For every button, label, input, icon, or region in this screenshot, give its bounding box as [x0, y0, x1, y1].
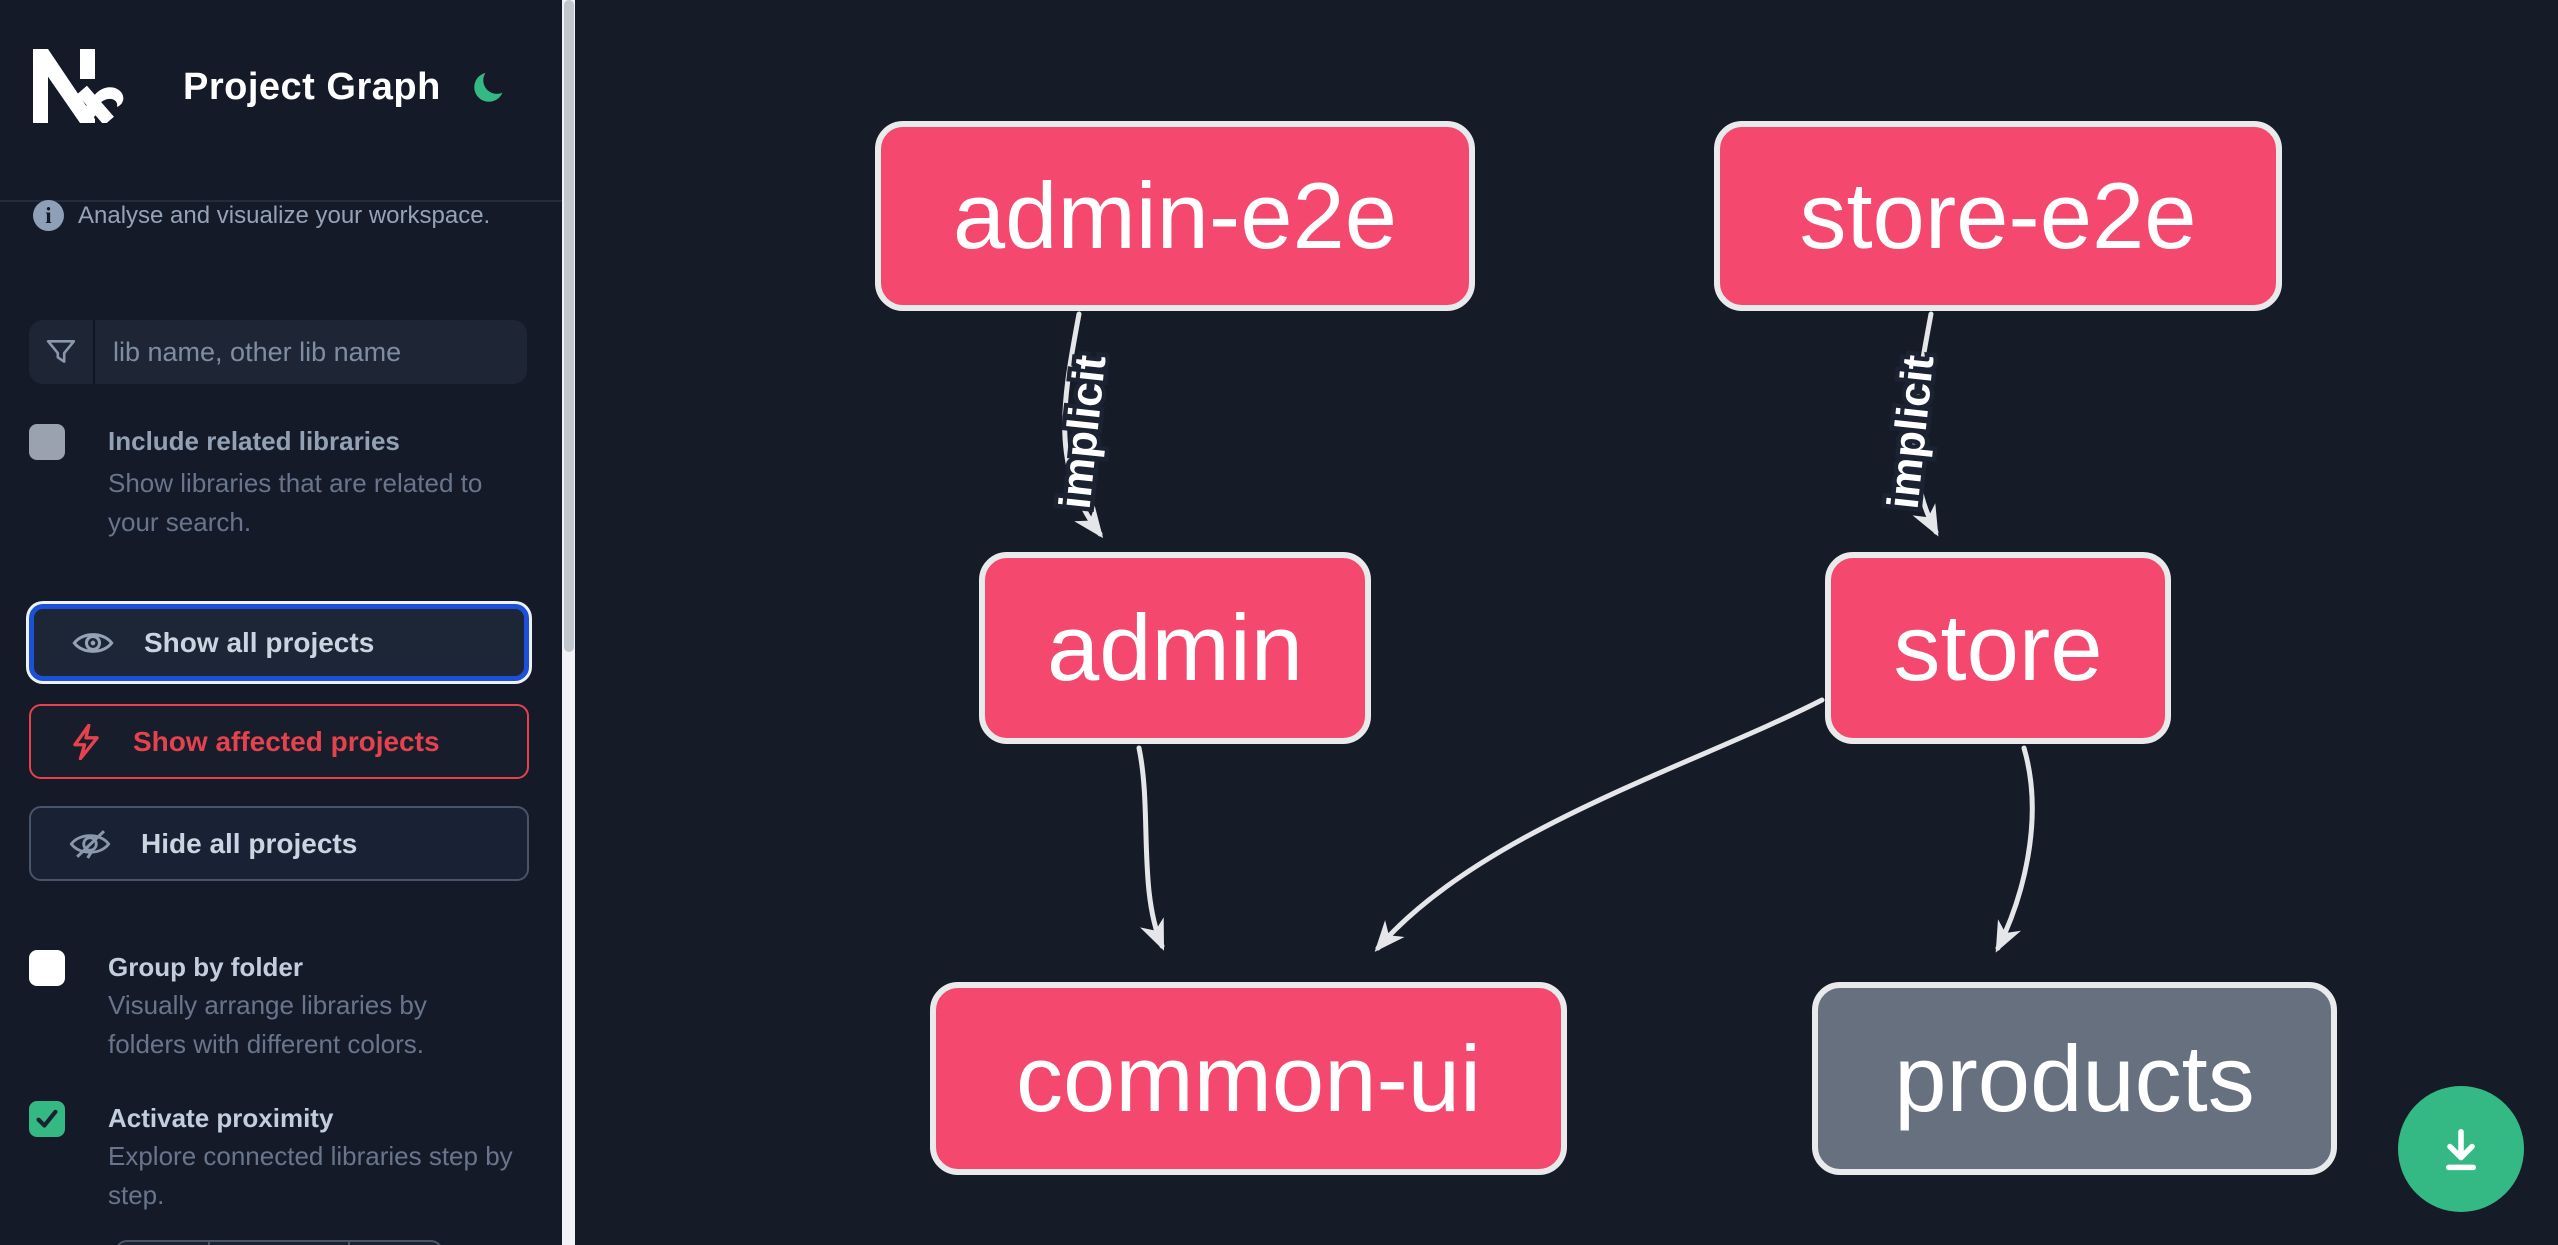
- activate-proximity-label: Activate proximity: [108, 1103, 334, 1133]
- node-label: store-e2e: [1799, 163, 2197, 268]
- show-affected-projects-label: Show affected projects: [133, 725, 440, 757]
- node-label: common-ui: [1016, 1025, 1481, 1131]
- graph-node-store[interactable]: store: [1825, 552, 2171, 744]
- page-title: Project Graph: [183, 66, 441, 108]
- graph-node-admin[interactable]: admin: [979, 552, 1371, 744]
- graph-node-admin-e2e[interactable]: admin-e2e: [875, 121, 1475, 311]
- edge-store-e2e-to-store: [1912, 311, 1939, 537]
- eye-off-icon: [69, 829, 111, 859]
- edge-store-to-products: [1995, 745, 2035, 953]
- lightning-bolt-icon: [73, 723, 99, 760]
- sidebar: Project Graph i Analyse and visualize yo…: [0, 0, 562, 1245]
- search-bar: [29, 320, 527, 384]
- info-icon: i: [33, 200, 64, 231]
- node-label: admin: [1046, 595, 1304, 700]
- info-text: Analyse and visualize your workspace.: [78, 201, 491, 229]
- hide-all-projects-button[interactable]: Hide all projects: [29, 806, 529, 881]
- header-divider: [0, 200, 562, 202]
- node-label: store: [1893, 595, 2103, 700]
- graph-node-common-ui[interactable]: common-ui: [930, 982, 1567, 1175]
- group-by-folder-description: Visually arrange libraries by folders wi…: [108, 990, 427, 1059]
- activate-proximity-checkbox[interactable]: [29, 1101, 65, 1137]
- node-label: admin-e2e: [952, 163, 1398, 268]
- graph-canvas: implicit implicit admin-e2e store-e2e ad…: [575, 0, 2558, 1245]
- checkmark-icon: [36, 1109, 58, 1128]
- show-affected-projects-button[interactable]: Show affected projects: [29, 704, 529, 779]
- edge-label-implicit: implicit: [1879, 353, 1944, 512]
- show-all-projects-label: Show all projects: [144, 626, 375, 658]
- edge-store-to-common-ui: [1374, 697, 1825, 952]
- nx-logo: [33, 49, 124, 123]
- include-related-description: Show libraries that are related to your …: [108, 468, 483, 537]
- theme-toggle-moon-icon[interactable]: [471, 66, 511, 106]
- download-image-button[interactable]: [2398, 1086, 2524, 1212]
- filter-funnel-icon: [29, 320, 95, 384]
- stepper-segment[interactable]: [210, 1242, 350, 1245]
- eye-icon: [72, 632, 114, 653]
- edge-label-implicit: implicit: [1051, 353, 1116, 512]
- edge-admin-e2e-to-admin: [1062, 311, 1104, 539]
- sidebar-scrollbar: [562, 0, 575, 1245]
- hide-all-projects-label: Hide all projects: [141, 827, 358, 859]
- graph-node-store-e2e[interactable]: store-e2e: [1714, 121, 2282, 311]
- stepper-segment[interactable]: [117, 1242, 210, 1245]
- download-icon: [2445, 1129, 2477, 1171]
- graph-node-products[interactable]: products: [1812, 982, 2337, 1175]
- include-related-checkbox[interactable]: [29, 424, 65, 460]
- edge-admin-to-common-ui: [1136, 745, 1165, 951]
- show-all-projects-button[interactable]: Show all projects: [29, 604, 529, 681]
- scrollbar-thumb[interactable]: [563, 0, 574, 652]
- search-input[interactable]: [95, 320, 527, 384]
- node-label: products: [1894, 1025, 2255, 1131]
- activate-proximity-description: Explore connected libraries step by step…: [108, 1141, 513, 1210]
- include-related-label: Include related libraries: [108, 426, 400, 456]
- group-by-folder-label: Group by folder: [108, 952, 303, 982]
- workspace-info: i Analyse and visualize your workspace.: [33, 200, 533, 231]
- group-by-folder-checkbox[interactable]: [29, 950, 65, 986]
